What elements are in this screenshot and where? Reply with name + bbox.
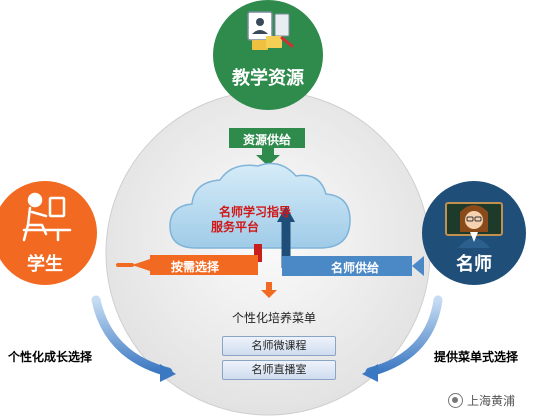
watermark: 上海黄浦: [448, 392, 515, 409]
left-side-label: 个性化成长选择: [8, 350, 93, 364]
on-demand-arrow: [132, 259, 150, 271]
teacher-supply-label: 名师供给: [330, 261, 379, 275]
document-user-folder-icon: [247, 11, 294, 50]
wechat-icon: [448, 393, 463, 408]
teacher-at-board-icon: [445, 202, 503, 248]
right-curve-arrow: [365, 295, 443, 377]
menu-item-live-room[interactable]: 名师直播室: [222, 360, 336, 380]
resource-supply-box: [229, 128, 305, 148]
menu-down-arrow: [261, 282, 277, 298]
teacher-supply-up-arrow: [277, 206, 295, 222]
watermark-text: 上海黄浦: [467, 394, 516, 408]
teaching-resources-label: 教学资源: [232, 68, 304, 89]
menu-title: 个性化培养菜单: [232, 311, 317, 325]
menu-item-micro-course[interactable]: 名师微课程: [222, 336, 336, 356]
on-demand-label: 按需选择: [170, 260, 219, 274]
student-node: [0, 181, 97, 285]
resource-supply-arrow: [256, 148, 280, 166]
student-at-desk-icon: [22, 192, 72, 242]
resource-supply-label: 资源供给: [242, 133, 291, 147]
platform-title-line2: 服务平台: [210, 220, 259, 234]
teacher-supply-box: [282, 256, 412, 276]
teacher-label: 名师: [456, 254, 492, 275]
student-label: 学生: [27, 254, 63, 275]
platform-title-line1: 名师学习指导: [218, 205, 291, 219]
platform-cloud: [169, 162, 351, 249]
on-demand-box: [150, 255, 258, 275]
teacher-supply-arrow-head: [412, 256, 424, 276]
teaching-resources-node: [213, 0, 323, 110]
left-curve-arrow: [91, 295, 173, 377]
right-side-label: 提供菜单式选择: [434, 350, 519, 364]
